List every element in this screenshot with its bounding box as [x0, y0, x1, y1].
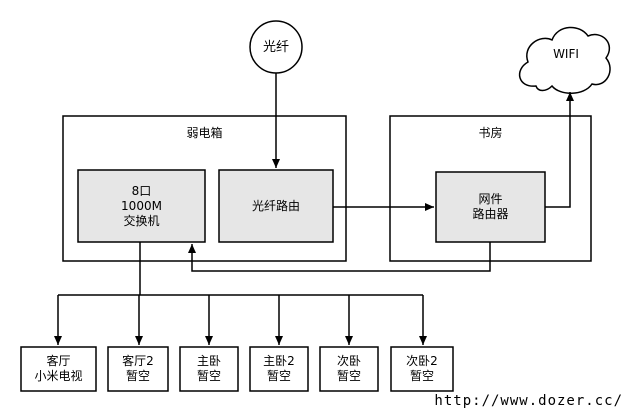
living-2-label: 客厅2 暂空 — [108, 354, 168, 384]
living-tv-line-1: 客厅 — [46, 354, 71, 368]
fiber-router-label: 光纤路由 — [251, 199, 300, 213]
edge-mesh-to-switch — [188, 242, 491, 272]
switch-box — [77, 169, 206, 243]
master-2-label: 主卧2 暂空 — [250, 354, 308, 384]
master-2-line-1: 主卧2 — [263, 354, 295, 368]
second-label: 次卧 暂空 — [320, 354, 378, 384]
wifi-label: WIFI — [553, 47, 579, 61]
living-2-box — [107, 346, 169, 392]
master-line-2: 暂空 — [196, 369, 221, 383]
second-2-box — [390, 346, 454, 392]
master-2-line-2: 暂空 — [266, 369, 291, 383]
living-tv-box — [20, 346, 97, 392]
second-2-line-1: 次卧2 — [406, 354, 438, 368]
master-box — [179, 346, 239, 392]
second-box — [319, 346, 379, 392]
mesh-router-label: 网件 路由器 — [436, 192, 545, 222]
master-line-1: 主卧 — [196, 354, 221, 368]
study-title: 书房 — [478, 126, 503, 140]
living-tv-line-2: 小米电视 — [34, 369, 83, 383]
living-tv-label: 客厅 小米电视 — [21, 354, 96, 384]
second-line-1: 次卧 — [336, 354, 361, 368]
switch-line-1: 8口 — [131, 184, 152, 198]
living-2-line-1: 客厅2 — [122, 354, 154, 368]
fiber-router-box — [218, 169, 334, 243]
watermark-url: http://www.dozer.cc/ — [434, 393, 623, 409]
weak-box-container — [62, 115, 347, 262]
master-2-box — [249, 346, 309, 392]
fiber-label: 光纤 — [262, 40, 289, 55]
living-2-line-2: 暂空 — [125, 369, 150, 383]
second-2-label: 次卧2 暂空 — [391, 354, 453, 384]
wifi-cloud — [518, 26, 611, 94]
mesh-router-line-1: 网件 — [478, 192, 503, 206]
second-line-2: 暂空 — [336, 369, 361, 383]
weak-box-title: 弱电箱 — [186, 126, 223, 140]
switch-line-2: 1000M — [121, 199, 162, 213]
master-label: 主卧 暂空 — [180, 354, 238, 384]
mesh-router-line-2: 路由器 — [472, 207, 509, 221]
second-2-line-2: 暂空 — [409, 369, 434, 383]
switch-line-3: 交换机 — [123, 214, 160, 228]
mesh-router-box — [435, 171, 546, 243]
switch-label: 8口 1000M 交换机 — [78, 184, 205, 229]
edge-mesh-to-wifi — [545, 92, 574, 208]
